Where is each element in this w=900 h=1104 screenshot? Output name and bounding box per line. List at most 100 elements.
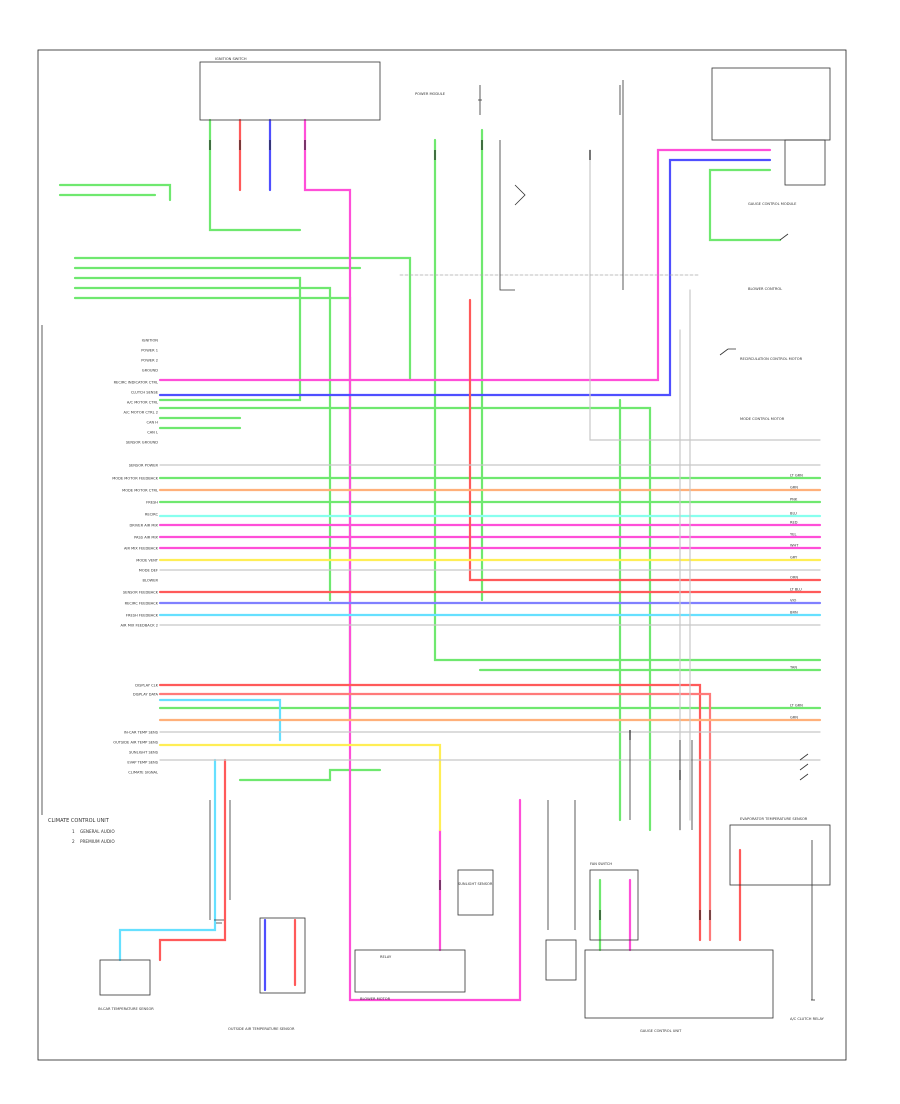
sensor-box-2	[259, 917, 306, 994]
switch-symbol-3	[799, 753, 809, 781]
pin-label-7: A/C MOTOR CTRL 2	[123, 411, 158, 415]
right-mid-box	[784, 139, 826, 186]
wire-gray-6	[589, 149, 821, 441]
wire-green-bus-1	[73, 256, 412, 382]
wire-tag-2: PNK	[790, 498, 798, 502]
pin-label-1: POWER 1	[141, 349, 158, 353]
pin-label-20: MODE DEF	[139, 569, 158, 573]
wire-green-right-2	[158, 406, 652, 832]
label-blower-motor: BLOWER MOTOR	[360, 997, 391, 1001]
pin-label-26: DISPLAY CLK	[135, 684, 158, 688]
pin-label-17: PASS AIR MIX	[134, 536, 158, 540]
wire-tag-10: VIO	[790, 599, 797, 603]
label-evap-sensor: EVAPORATOR TEMPERATURE SENSOR	[740, 817, 808, 821]
wire-tag-0: LT GRN	[790, 474, 803, 478]
label-recirc-motor: RECIRCULATION CONTROL MOTOR	[740, 357, 803, 361]
pin-label-16: DRIVER AIR MIX	[130, 524, 159, 528]
wire-green-bus-4	[73, 286, 332, 602]
wire-tag-14: GRN	[790, 716, 798, 720]
wire-red-v-3	[158, 758, 227, 962]
wire-cyan-3	[158, 698, 282, 742]
wire-blue-2	[158, 158, 772, 397]
label-sunlight-sensor: SUNLIGHT SENSOR	[458, 882, 493, 886]
sensor-box-6	[729, 824, 831, 886]
wire-red-h-3	[158, 683, 702, 942]
legend-num-2: 2	[72, 839, 75, 844]
wire-green-bus-5	[73, 296, 352, 722]
pin-label-28: IN-CAR TEMP SENS	[124, 731, 159, 735]
pin-label-21: BLOWER	[143, 579, 159, 583]
wire-tag-1: GRN	[790, 486, 798, 490]
label-relay: RELAY	[380, 955, 392, 959]
label-mode-motor: MODE CONTROL MOTOR	[740, 417, 785, 421]
pin-label-24: FRESH FEEDBACK	[126, 614, 159, 618]
wire-pink-1	[303, 118, 522, 1002]
left-pin-labels: IGNITION POWER 1 POWER 2 GROUND RECIRC INDIC…	[112, 339, 159, 775]
pin-label-30: SUNLIGHT SENS	[129, 751, 159, 755]
pin-label-9: CAN L	[147, 431, 158, 435]
label-clutch-relay: A/C CLUTCH RELAY	[790, 1017, 825, 1021]
pin-label-31: EVAP TEMP SENS	[127, 761, 158, 765]
legend-text-1: GENERAL AUDIO	[80, 829, 115, 834]
legend: 1 GENERAL AUDIO 2 PREMIUM AUDIO	[72, 829, 115, 844]
wire-green-right-1	[708, 168, 782, 242]
wire-green-bus-3	[73, 276, 302, 402]
label-in-car-sensor: IN-CAR TEMPERATURE SENSOR	[98, 1007, 154, 1011]
wire-tag-3: BLU	[790, 512, 797, 516]
top-right-box	[711, 67, 831, 141]
label-blower-control: BLOWER CONTROL	[748, 287, 782, 291]
pin-label-8: CAN H	[146, 421, 158, 425]
pin-label-15: RECIRC	[145, 513, 159, 517]
relay-coil	[514, 184, 526, 206]
wire-tag-12: TAN	[789, 666, 797, 670]
wire-tag-5: YEL	[790, 533, 796, 537]
label-fan-switch: FAN SWITCH	[590, 862, 612, 866]
wire-tag-4: RED	[790, 521, 798, 525]
wire-green-top-1	[58, 183, 172, 202]
wire-tag-6: WHT	[790, 544, 799, 548]
label-gauge-control-module: GAUGE CONTROL MODULE	[748, 202, 797, 206]
pin-label-12: MODE MOTOR FEEDBACK	[112, 477, 158, 481]
pin-label-4: RECIRC INDICATOR CTRL	[114, 381, 158, 385]
legend-text-2: PREMIUM AUDIO	[80, 839, 115, 844]
label-ignition-switch: IGNITION SWITCH	[215, 57, 247, 61]
unit-label: CLIMATE CONTROL UNIT	[48, 818, 110, 824]
pin-label-32: CLIMATE SIGNAL	[128, 771, 158, 775]
wire-yellow-2	[158, 743, 442, 832]
pin-label-2: POWER 2	[141, 359, 158, 363]
wire-green-vert-1	[208, 118, 302, 232]
switch-symbol-1	[719, 348, 736, 356]
wire-green-h-5	[238, 768, 382, 782]
pin-label-3: GROUND	[142, 369, 158, 373]
wire-tag-11: BRN	[790, 611, 798, 615]
legend-num-1: 1	[72, 829, 75, 834]
wire-tag-8: ORN	[790, 576, 798, 580]
pin-label-13: MODE MOTOR CTRL	[122, 489, 158, 493]
pin-label-19: MODE VENT	[136, 559, 159, 563]
sensor-box-5	[589, 869, 639, 941]
wire-runs	[58, 118, 822, 1002]
lead-1	[499, 140, 515, 291]
pin-label-25: AIR MIX FEEDBACK 2	[121, 624, 158, 628]
pin-label-0: IGNITION	[142, 339, 159, 343]
wire-pink-2	[158, 148, 772, 382]
connector-markers	[209, 140, 711, 920]
switch-symbol-2	[779, 233, 789, 241]
bottom-center-box	[354, 949, 466, 993]
sensor-box-3	[457, 869, 494, 916]
pin-label-5: CLUTCH SENSE	[131, 391, 159, 395]
wire-tag-9: LT BLU	[790, 588, 802, 592]
pin-label-22: SENSOR FEEDBACK	[123, 591, 159, 595]
sensor-box-4	[545, 939, 577, 981]
fuse-1	[478, 85, 482, 115]
wire-tag-13: LT GRN	[790, 704, 803, 708]
linework	[41, 61, 831, 1019]
pin-label-6: A/C MOTOR CTRL	[127, 401, 158, 405]
label-ambient-sensor: OUTSIDE AIR TEMPERATURE SENSOR	[228, 1027, 295, 1031]
wire-cyan-4	[118, 758, 217, 962]
wire-red-2	[468, 298, 822, 582]
pin-label-18: AIR MIX FEEDBACK	[124, 547, 159, 551]
diagram-frame	[37, 49, 847, 1061]
